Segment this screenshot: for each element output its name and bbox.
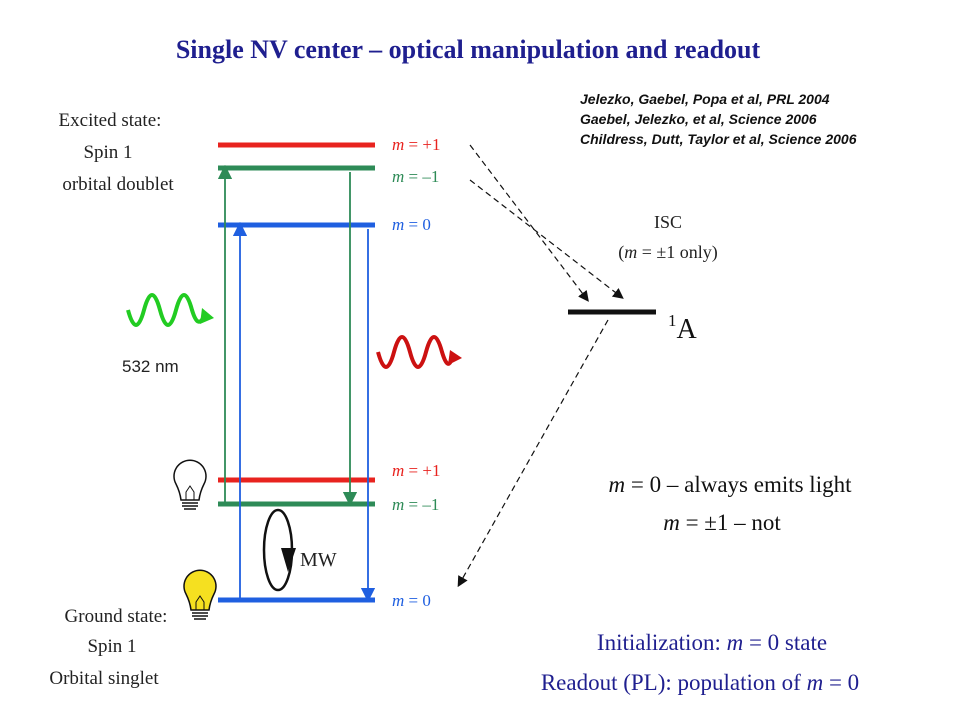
page-title: Single NV center – optical manipulation … bbox=[176, 35, 761, 64]
lightbulb-off-icon bbox=[173, 459, 207, 510]
mw-label: MW bbox=[300, 549, 337, 571]
excited-label-m-minus: m = –1 bbox=[392, 167, 439, 186]
excited-state-label-3: orbital doublet bbox=[62, 174, 174, 195]
singlet-label: 1A bbox=[668, 311, 698, 345]
isc-label: ISC bbox=[654, 212, 682, 232]
emission-statement-m-pm1: m = ±1 – not bbox=[663, 510, 781, 535]
ground-state-label-1: Ground state: bbox=[65, 606, 168, 627]
emission-statement-m-zero: m = 0 – always emits light bbox=[609, 472, 853, 497]
ground-state-label-2: Spin 1 bbox=[87, 636, 136, 657]
ground-label-m-minus: m = –1 bbox=[392, 495, 439, 514]
isc-arrow-from-m-plus bbox=[469, 144, 589, 302]
excitation-wave-icon bbox=[126, 293, 206, 327]
excited-state-label-2: Spin 1 bbox=[83, 142, 132, 163]
reference-3: Childress, Dutt, Taylor et al, Science 2… bbox=[580, 131, 857, 147]
emission-wave-arrowhead-icon bbox=[448, 350, 462, 365]
excited-label-m-zero: m = 0 bbox=[392, 215, 431, 234]
reference-2: Gaebel, Jelezko, et al, Science 2006 bbox=[580, 111, 817, 127]
excitation-wavelength-label: 532 nm bbox=[122, 357, 179, 376]
ground-label-m-zero: m = 0 bbox=[392, 591, 431, 610]
isc-arrow-to-ground bbox=[457, 319, 609, 588]
ground-state-label-3: Orbital singlet bbox=[49, 668, 159, 689]
mw-arrowhead-icon bbox=[281, 548, 296, 572]
excited-state-label-1: Excited state: bbox=[59, 110, 162, 131]
lightbulb-on-icon bbox=[183, 569, 217, 620]
excitation-wave-arrowhead-icon bbox=[200, 308, 214, 324]
summary-initialization: Initialization: m = 0 state bbox=[597, 630, 827, 655]
ground-label-m-plus: m = +1 bbox=[392, 461, 440, 480]
isc-arrow-from-m-minus bbox=[469, 179, 624, 299]
summary-readout: Readout (PL): population of m = 0 bbox=[541, 670, 859, 695]
isc-condition-label: (m = ±1 only) bbox=[618, 242, 718, 263]
excited-label-m-plus: m = +1 bbox=[392, 135, 440, 154]
emission-wave-icon bbox=[376, 335, 454, 369]
reference-1: Jelezko, Gaebel, Popa et al, PRL 2004 bbox=[580, 91, 830, 107]
